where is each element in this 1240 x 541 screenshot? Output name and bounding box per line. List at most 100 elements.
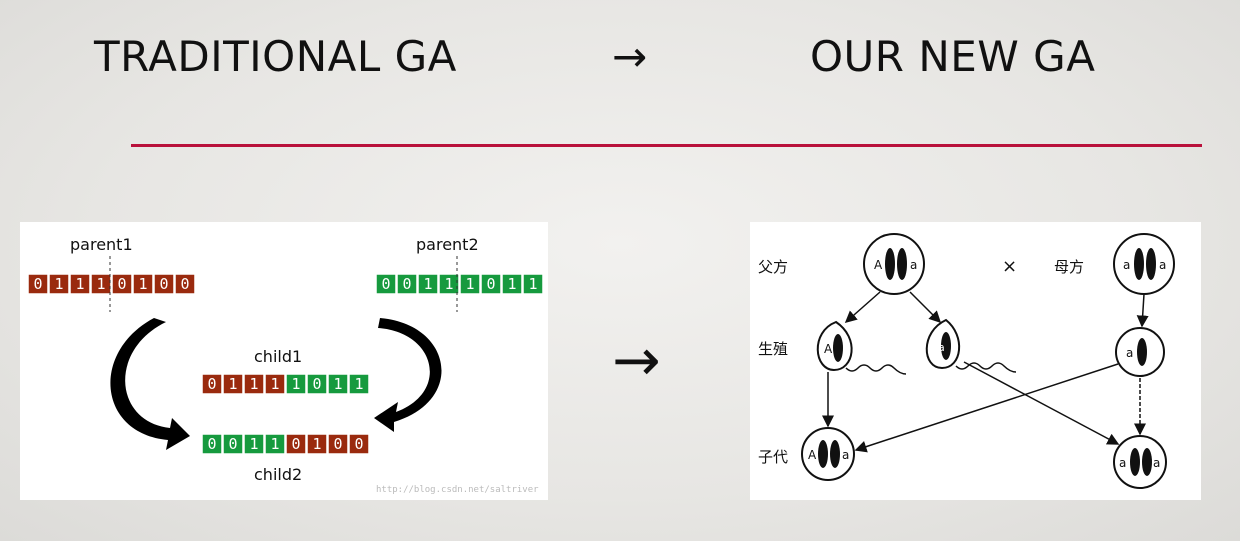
- bits-parent2-cell: [375, 273, 397, 295]
- bits-parent1-cell: [48, 273, 70, 295]
- bits-child2-cell: [264, 433, 286, 455]
- bits-child1-cell: [201, 373, 223, 395]
- bits-parent1-cell: [27, 273, 49, 295]
- title-divider: [131, 144, 1202, 147]
- egg-cell: a: [1115, 327, 1165, 377]
- bits-parent2-bit: 1: [465, 275, 474, 293]
- bits-parent1-cell: [90, 273, 112, 295]
- bits-child1-cell: [306, 373, 328, 395]
- svg-text:a: a: [1126, 346, 1133, 360]
- bits-parent2-cell: [438, 273, 460, 295]
- bits-child2-cell: [306, 433, 328, 455]
- bits-parent2-bit: 0: [402, 275, 411, 293]
- child1-label: child1: [254, 347, 302, 366]
- title-our-new-ga: OUR NEW GA: [810, 32, 1096, 81]
- bits-parent1-bit: 0: [117, 275, 126, 293]
- bits-child2-bit: 0: [228, 435, 237, 453]
- bits-parent1-bit: 1: [96, 275, 105, 293]
- bits-parent2-bit: 1: [507, 275, 516, 293]
- svg-text:A: A: [808, 448, 817, 462]
- bits-child2-cell: [243, 433, 265, 455]
- curved-arrow-left: [110, 318, 190, 450]
- bits-parent2-cell: [396, 273, 418, 295]
- bits-child2-bit: 0: [207, 435, 216, 453]
- bits-child2-cell: [285, 433, 307, 455]
- sperm-cell-a-recessive: a: [925, 318, 1017, 373]
- bits-parent2-bit: 1: [423, 275, 432, 293]
- bits-parent2-bit: 0: [381, 275, 390, 293]
- bits-parent2-bit: 1: [444, 275, 453, 293]
- bits-child1-bit: 1: [228, 375, 237, 393]
- bits-child2-bit: 1: [312, 435, 321, 453]
- offspring-cell-aa-homo: a a: [1113, 435, 1167, 489]
- mother-label: 母方: [1054, 258, 1084, 276]
- parent2-label: parent2: [416, 235, 479, 254]
- bits-child1-bit: 1: [249, 375, 258, 393]
- bits-child1-cell: [285, 373, 307, 395]
- bits-parent1-bit: 0: [159, 275, 168, 293]
- bits-child2-bit: 0: [333, 435, 342, 453]
- svg-text:a: a: [938, 341, 945, 354]
- svg-text:a: a: [1123, 258, 1130, 272]
- bits-child2-cell: [201, 433, 223, 455]
- bits-child1-cell: [264, 373, 286, 395]
- bits-child2-cell: [327, 433, 349, 455]
- bits-parent1-cell: [174, 273, 196, 295]
- bits-parent1-bit: 0: [180, 275, 189, 293]
- bits-child1-cell: [348, 373, 370, 395]
- bits-child1-cell: [243, 373, 265, 395]
- bits-parent1-cell: [69, 273, 91, 295]
- bits-parent2-cell: [417, 273, 439, 295]
- bits-parent1-cell: [111, 273, 133, 295]
- bits-child2-bit: 0: [291, 435, 300, 453]
- child2-label: child2: [254, 465, 302, 484]
- father-cell: A a: [863, 233, 925, 295]
- bits-parent2-bit: 1: [528, 275, 537, 293]
- bits-child2-bit: 0: [354, 435, 363, 453]
- bits-parent2-cell: [501, 273, 523, 295]
- bits-child2-cell: [222, 433, 244, 455]
- bits-parent1-cell: [132, 273, 154, 295]
- parent1-label: parent1: [70, 235, 133, 254]
- title-traditional-ga: TRADITIONAL GA: [94, 32, 457, 81]
- mother-cell: a a: [1113, 233, 1175, 295]
- bits-child1-bit: 0: [312, 375, 321, 393]
- bits-parent2-cell: [480, 273, 502, 295]
- bits-parent1-bit: 1: [75, 275, 84, 293]
- bits-child2-bit: 1: [270, 435, 279, 453]
- offspring-cell-aa-hetero: A a: [801, 427, 855, 481]
- bits-child1-bit: 1: [291, 375, 300, 393]
- bits-child1-bit: 0: [207, 375, 216, 393]
- bits-child1-cell: [222, 373, 244, 395]
- bits-parent2-bit: 0: [486, 275, 495, 293]
- bits-parent2-cell: [459, 273, 481, 295]
- title-arrow: →: [612, 32, 648, 81]
- svg-text:a: a: [1153, 456, 1160, 470]
- watermark: http://blog.csdn.net/saltriver: [376, 485, 539, 495]
- sperm-cell-a-dominant: A: [816, 320, 907, 375]
- svg-text:a: a: [842, 448, 849, 462]
- svg-text:a: a: [910, 258, 917, 272]
- bits-child2-cell: [348, 433, 370, 455]
- svg-text:A: A: [824, 342, 833, 356]
- svg-text:a: a: [1119, 456, 1126, 470]
- bits-parent1-bit: 1: [138, 275, 147, 293]
- bits-child2-bit: 1: [249, 435, 258, 453]
- curved-arrow-right: [374, 318, 442, 432]
- reproduction-label: 生殖: [758, 340, 788, 358]
- bits-child1-cell: [327, 373, 349, 395]
- bits-child1-bit: 1: [354, 375, 363, 393]
- genetics-diagram: 父方 母方 × 生殖 子代 A a a a A: [758, 233, 1175, 489]
- inheritance-arrows: [822, 291, 1149, 453]
- genetics-panel: 父方 母方 × 生殖 子代 A a a a A: [750, 222, 1201, 500]
- transition-arrow: →: [612, 326, 661, 394]
- offspring-label: 子代: [758, 448, 788, 466]
- bits-parent1-bit: 0: [33, 275, 42, 293]
- cross-symbol: ×: [1002, 256, 1017, 277]
- father-label: 父方: [758, 258, 788, 276]
